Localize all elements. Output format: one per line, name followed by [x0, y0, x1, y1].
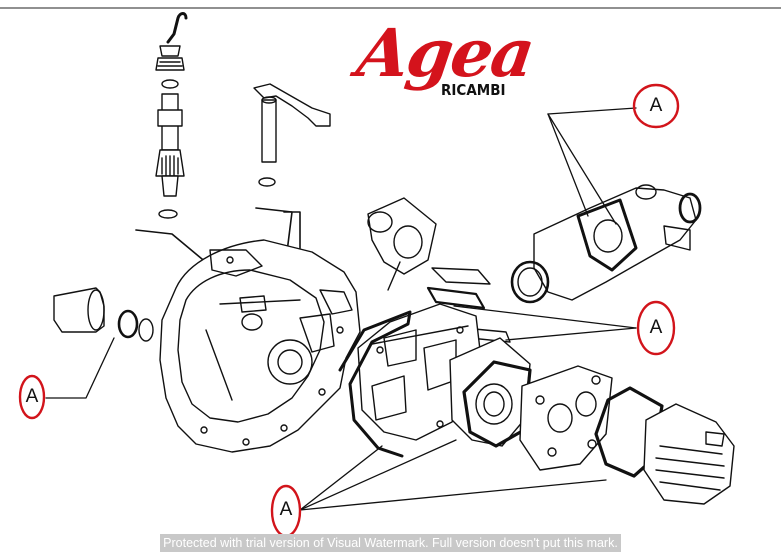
shift-lever-bracket [253, 83, 331, 187]
callout-circle-left [18, 374, 46, 420]
callout-leader-lines [45, 107, 637, 511]
gearbox-housing [159, 239, 361, 453]
bearing-cover-flange [367, 197, 437, 291]
gear-case-section [449, 337, 532, 448]
brand-logo-subtitle: RICAMBI [441, 81, 506, 99]
release-bearing-sleeve [53, 287, 154, 342]
callout-label-bottom: A [279, 499, 293, 520]
watermark-banner: Protected with trial version of Visual W… [0, 534, 781, 552]
callout-circle-middle-right [636, 300, 676, 356]
callout-circle-top-right [632, 83, 680, 129]
callout-label-middle-right: A [649, 317, 663, 338]
callout-label-top-right: A [649, 95, 663, 116]
watermark-text: Protected with trial version of Visual W… [160, 534, 621, 552]
speedometer-drive-part [155, 12, 188, 219]
brand-logo-wordmark: Agea [352, 14, 538, 92]
end-plate [519, 365, 613, 471]
rear-extension-housing [510, 184, 702, 304]
callout-label-left: A [25, 386, 39, 407]
rear-cover-gasket [594, 386, 664, 478]
intermediate-case [338, 303, 481, 458]
finned-rear-cover [643, 403, 735, 505]
